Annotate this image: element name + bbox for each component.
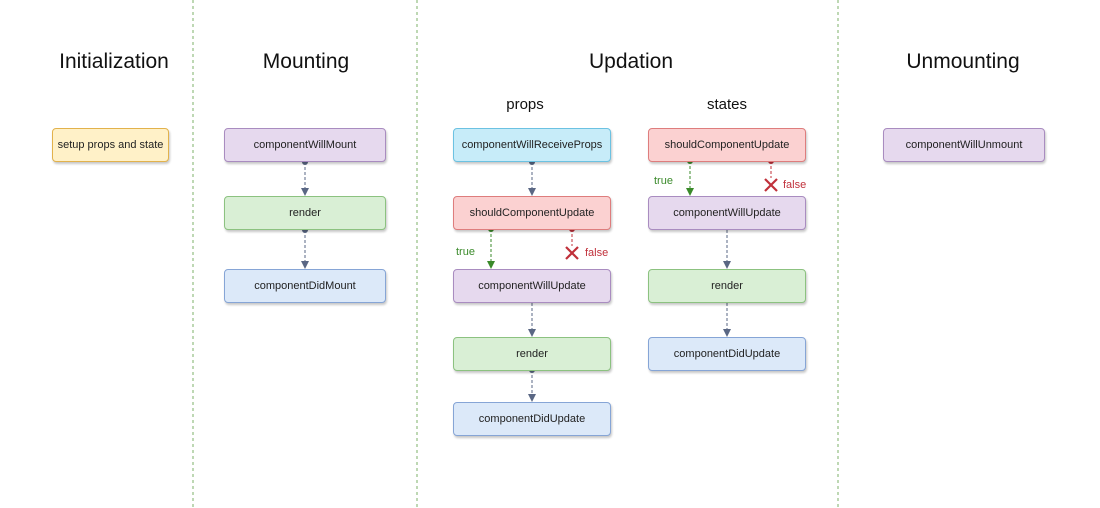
node-setup-props-and-state: setup props and state <box>52 128 169 162</box>
subphase-title-props: props <box>506 96 544 113</box>
node-component-will-receive-props: componentWillReceiveProps <box>453 128 611 162</box>
node-props-should-component-update: shouldComponentUpdate <box>453 196 611 230</box>
phase-title-mounting: Mounting <box>262 50 350 73</box>
edge-mount-render-to-did <box>301 227 309 269</box>
node-props-render: render <box>453 337 611 371</box>
node-states-render: render <box>648 269 806 303</box>
props-false-label: false <box>585 247 609 259</box>
node-props-component-did-update: componentDidUpdate <box>453 402 611 436</box>
false-cross-icon <box>565 246 579 260</box>
false-cross-icon <box>764 178 778 192</box>
edge-props-receive-to-should <box>528 159 536 196</box>
node-component-will-mount: componentWillMount <box>224 128 386 162</box>
node-states-component-did-update: componentDidUpdate <box>648 337 806 371</box>
phase-title-unmounting: Unmounting <box>906 50 1020 73</box>
subphase-title-states: states <box>706 96 748 113</box>
edge-states-true-branch <box>686 158 694 196</box>
node-component-will-unmount: componentWillUnmount <box>883 128 1045 162</box>
node-states-should-component-update: shouldComponentUpdate <box>648 128 806 162</box>
node-props-component-will-update: componentWillUpdate <box>453 269 611 303</box>
edge-props-true-branch <box>487 226 495 269</box>
node-states-component-will-update: componentWillUpdate <box>648 196 806 230</box>
phase-title-initialization: Initialization <box>59 50 169 73</box>
props-true-label: true <box>456 246 475 258</box>
states-true-label: true <box>654 175 673 187</box>
edge-props-render-to-did <box>528 367 536 402</box>
phase-title-updation: Updation <box>588 50 674 73</box>
node-component-did-mount: componentDidMount <box>224 269 386 303</box>
states-false-label: false <box>783 179 807 191</box>
node-mount-render: render <box>224 196 386 230</box>
edge-mount-will-to-render <box>301 159 309 196</box>
